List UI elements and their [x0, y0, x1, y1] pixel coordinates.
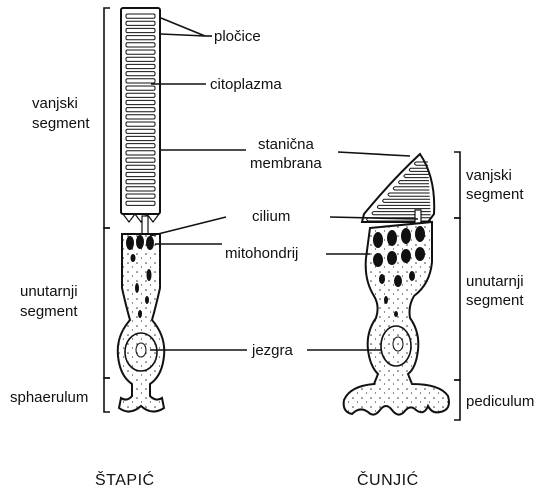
label-jezgra: jezgra — [251, 342, 294, 359]
cone-caption: ČUNJIĆ — [357, 470, 419, 489]
cone-brackets — [454, 152, 460, 420]
rod-disc-zigzag — [123, 214, 159, 222]
cone-inner-label-1: unutarnji — [466, 273, 524, 290]
rod-base-label: sphaerulum — [10, 389, 88, 406]
rod-inner-label-2: segment — [20, 303, 78, 320]
rod-caption: ŠTAPIĆ — [95, 470, 155, 489]
rod-cell — [118, 8, 165, 412]
rod-inner-label-1: unutarnji — [20, 283, 78, 300]
cone-outer-label-2: segment — [466, 186, 524, 203]
cone-cell — [344, 154, 449, 415]
cone-outer-label-1: vanjski — [466, 167, 512, 184]
cone-base-label: pediculum — [466, 393, 534, 410]
rod-brackets — [104, 8, 110, 412]
rod-cytoplasm-stipple — [118, 234, 165, 412]
label-plocice: pločice — [214, 28, 261, 45]
rod-cilium — [142, 216, 148, 234]
rod-outer-segment — [121, 8, 160, 214]
rod-base-bracket — [104, 378, 110, 412]
rod-outer-bracket — [104, 8, 110, 228]
cone-outer-bracket — [454, 152, 460, 218]
rod-outer-label-2: segment — [32, 115, 90, 132]
label-citoplazma: citoplazma — [210, 76, 282, 93]
label-membrana: membrana — [250, 155, 322, 172]
label-stanicna: stanična — [258, 136, 315, 153]
cone-inner-bracket — [454, 218, 460, 380]
rod-outer-label-1: vanjski — [32, 95, 78, 112]
label-cilium: cilium — [252, 208, 290, 225]
label-mitohondrij: mitohondrij — [225, 245, 298, 262]
cone-inner-label-2: segment — [466, 292, 524, 309]
rod-inner-bracket — [104, 228, 110, 378]
cone-base-bracket — [454, 380, 460, 420]
